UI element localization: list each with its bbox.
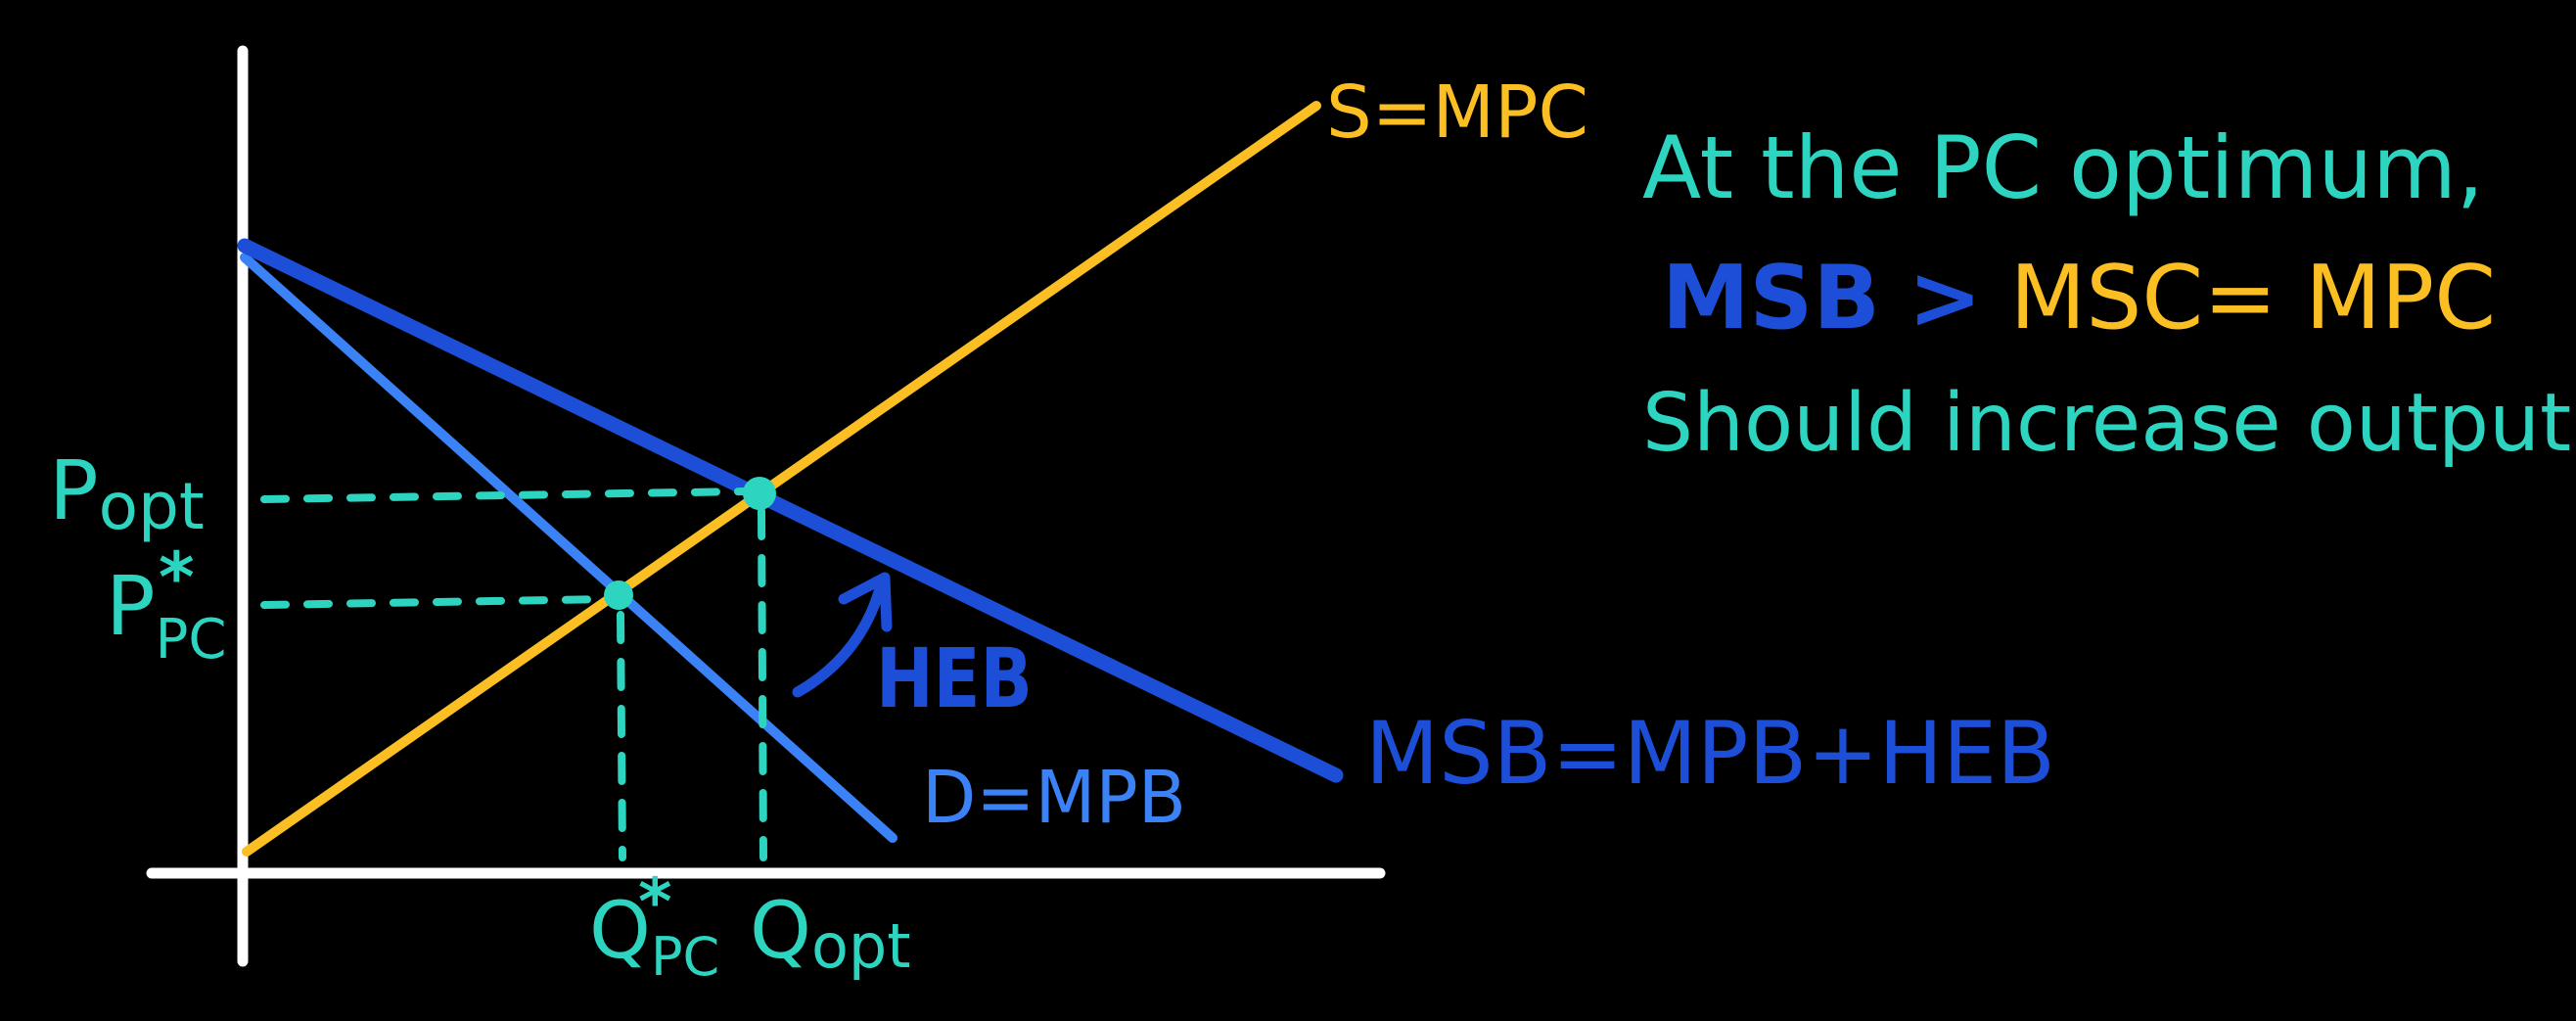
p-pc-guide (260, 595, 613, 609)
p-pc-subscript: PC (156, 608, 227, 672)
note-line-2: MSB > MSC= MPC (1662, 255, 2496, 343)
demand-label: D=MPB (922, 756, 1186, 840)
q-opt-guide (758, 507, 767, 861)
msb-curve (237, 238, 1344, 783)
p-opt-label: Popt (49, 442, 205, 544)
p-opt-main: P (49, 442, 99, 538)
q-pc-guide (617, 611, 626, 861)
p-pc-label: PPC (106, 558, 227, 672)
demand-curve (240, 253, 897, 843)
p-pc-main: P (106, 558, 156, 654)
q-opt-subscript: opt (811, 910, 911, 982)
social-optimum-point (743, 477, 776, 510)
q-pc-label: QPC (589, 885, 719, 988)
msb-label: MSB=MPB+HEB (1365, 703, 2055, 804)
note-greater-than: > (1908, 247, 1983, 349)
p-opt-subscript: opt (99, 469, 205, 544)
note-line-3: Should increase output (1642, 377, 2572, 470)
note-msb: MSB (1662, 247, 1880, 349)
note-line-1: At the PC optimum, (1642, 117, 2484, 218)
p-opt-guide (260, 487, 748, 503)
note-msc-mpc: MSC= MPC (2009, 247, 2497, 349)
heb-arrowhead-icon (838, 572, 893, 632)
heb-arrow-icon (792, 580, 887, 698)
q-pc-star: * (638, 864, 672, 940)
pc-equilibrium-point (604, 580, 633, 610)
supply-curve (242, 101, 1321, 857)
p-pc-star: * (159, 537, 195, 618)
q-opt-label: Qopt (750, 885, 911, 982)
q-pc-subscript: PC (651, 926, 719, 988)
q-pc-main: Q (589, 885, 651, 976)
heb-label: HEB (876, 630, 1033, 726)
supply-label: S=MPC (1326, 70, 1588, 155)
q-opt-main: Q (750, 885, 811, 976)
